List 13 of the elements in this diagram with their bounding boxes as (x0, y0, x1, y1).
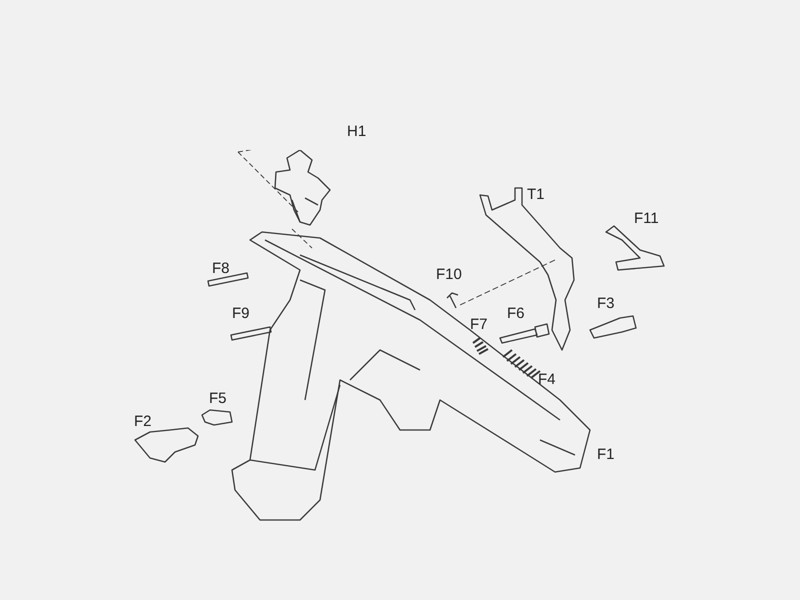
callout-label: T1 (527, 187, 545, 202)
callout-label: F4 (538, 372, 556, 387)
callout-label: F1 (597, 447, 615, 462)
callout-label: F2 (134, 414, 152, 429)
callout-label: F8 (212, 261, 230, 276)
callout-label: F3 (597, 296, 615, 311)
callout-label: F9 (232, 306, 250, 321)
callout-label: F5 (209, 391, 227, 406)
callout-label: F6 (507, 306, 525, 321)
callout-label: F10 (436, 267, 462, 282)
callout-label: H1 (347, 124, 366, 139)
callout-label: F7 (470, 317, 488, 332)
callout-label: F11 (634, 211, 659, 226)
